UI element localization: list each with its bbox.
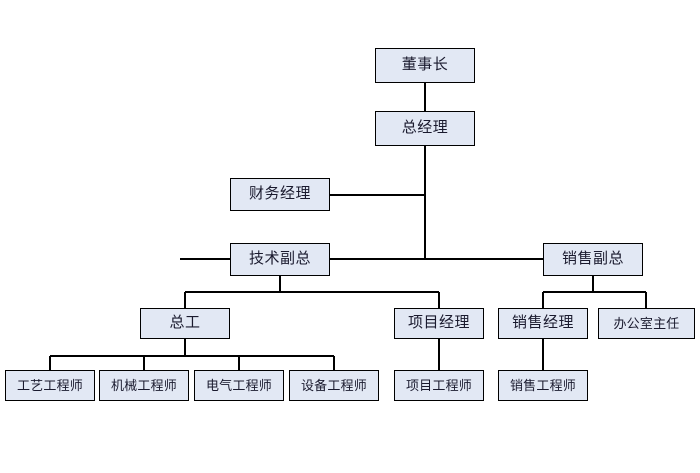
org-node-project_eng[interactable]: 项目工程师 xyxy=(394,370,484,401)
org-node-label-sales_eng: 销售工程师 xyxy=(509,378,576,393)
org-node-label-sales_mgr: 销售经理 xyxy=(511,315,574,331)
org-node-chief_engineer[interactable]: 总工 xyxy=(140,308,230,339)
org-node-label-mech_eng: 机械工程师 xyxy=(110,378,177,393)
org-node-label-project_eng: 项目工程师 xyxy=(405,378,472,393)
org-node-label-gm: 总经理 xyxy=(401,120,449,136)
org-node-elec_eng[interactable]: 电气工程师 xyxy=(194,370,284,401)
org-node-label-sales_vp: 销售副总 xyxy=(561,251,624,267)
org-node-sales_mgr[interactable]: 销售经理 xyxy=(498,308,588,339)
org-node-label-elec_eng: 电气工程师 xyxy=(205,378,272,393)
org-node-label-finance_mgr: 财务经理 xyxy=(248,186,311,202)
org-node-label-tech_vp: 技术副总 xyxy=(248,251,311,267)
org-node-label-equip_eng: 设备工程师 xyxy=(300,378,367,393)
org-node-label-chief_engineer: 总工 xyxy=(169,315,201,331)
org-node-project_mgr[interactable]: 项目经理 xyxy=(394,308,484,339)
org-node-gm[interactable]: 总经理 xyxy=(375,111,475,146)
org-node-equip_eng[interactable]: 设备工程师 xyxy=(289,370,379,401)
org-node-label-process_eng: 工艺工程师 xyxy=(16,378,83,393)
org-node-finance_mgr[interactable]: 财务经理 xyxy=(230,178,330,211)
org-node-tech_vp[interactable]: 技术副总 xyxy=(230,243,330,276)
org-node-chairman[interactable]: 董事长 xyxy=(375,48,475,83)
org-node-label-project_mgr: 项目经理 xyxy=(407,315,470,331)
org-node-label-office_director: 办公室主任 xyxy=(613,316,680,331)
org-node-sales_eng[interactable]: 销售工程师 xyxy=(498,370,588,401)
org-node-label-chairman: 董事长 xyxy=(401,57,449,73)
org-node-sales_vp[interactable]: 销售副总 xyxy=(543,243,643,276)
org-node-mech_eng[interactable]: 机械工程师 xyxy=(99,370,189,401)
org-node-office_director[interactable]: 办公室主任 xyxy=(598,308,695,339)
org-node-process_eng[interactable]: 工艺工程师 xyxy=(5,370,95,401)
